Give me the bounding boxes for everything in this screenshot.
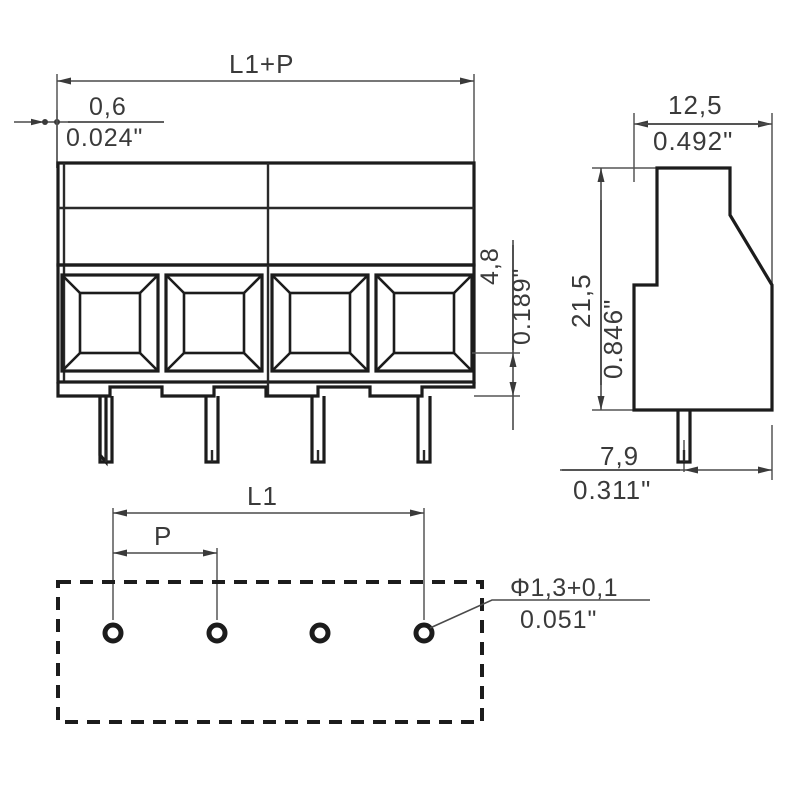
bevel-br-4 — [453, 352, 473, 372]
side-view — [560, 113, 774, 480]
opening-outer-3 — [270, 273, 370, 373]
label-wall-thickness-imperial: 0.024" — [66, 124, 144, 152]
label-body-width-imperial: 0.492" — [653, 126, 734, 156]
arrowhead-height-top — [597, 168, 605, 182]
opening-outer-2 — [164, 273, 264, 373]
label-body-width-metric: 12,5 — [668, 90, 723, 120]
leader-hole-diameter — [429, 599, 650, 629]
opening-inner-2 — [182, 291, 246, 355]
label-opening-height-imperial: 0.189" — [508, 267, 536, 345]
arrowhead-thickness-left — [31, 118, 44, 126]
hole-ring-4 — [413, 622, 435, 644]
arrowhead-opening-top — [509, 353, 517, 367]
mounting-hole-2 — [206, 622, 228, 644]
arrowhead-l1-left — [113, 509, 127, 517]
opening-outer-1 — [60, 273, 160, 373]
bevel-bl-3 — [271, 352, 291, 372]
label-body-height-imperial: 0.846" — [598, 298, 628, 379]
label-hole-diameter-imperial: 0.051" — [520, 606, 598, 634]
body-foot-profile — [56, 382, 476, 398]
label-opening-height-metric: 4,8 — [476, 247, 504, 285]
bevel-tl-3 — [271, 274, 291, 294]
opening-inner-3 — [288, 291, 352, 355]
bevel-br-2 — [243, 352, 263, 372]
body-lower-outline — [56, 263, 476, 384]
mounting-hole-4 — [413, 622, 435, 644]
bevel-tl-2 — [165, 274, 185, 294]
opening-outer-4 — [374, 273, 474, 373]
arrowhead-height-bottom — [597, 396, 605, 410]
bevel-br-1 — [139, 352, 159, 372]
terminal-opening-2 — [164, 273, 264, 373]
dot-thickness-left — [42, 119, 48, 125]
label-pin-offset-metric: 7,9 — [600, 441, 640, 471]
arrowhead-l1-right — [410, 509, 424, 517]
terminal-opening-3 — [270, 273, 370, 373]
arrowhead-opening-bottom — [509, 382, 517, 396]
bevel-bl-2 — [165, 352, 185, 372]
bevel-bl-4 — [375, 352, 395, 372]
bevel-br-3 — [349, 352, 369, 372]
arrowhead-p-right — [203, 549, 217, 557]
component-outline-dashed — [56, 580, 484, 724]
opening-inner-1 — [78, 291, 142, 355]
opening-inner-4 — [392, 291, 456, 355]
body-upper-outline — [56, 161, 476, 267]
terminal-opening-4 — [374, 273, 474, 373]
pcb-layout-view — [56, 508, 650, 724]
arrowhead-pin-right — [758, 466, 772, 474]
hole-ring-1 — [102, 622, 124, 644]
bevel-tr-4 — [453, 274, 473, 294]
label-hole-span: L1 — [247, 481, 278, 511]
arrowhead-right-l1p — [460, 77, 474, 85]
label-hole-pitch: P — [154, 521, 173, 551]
arrowhead-p-left — [113, 549, 127, 557]
mounting-hole-3 — [309, 622, 331, 644]
hole-ring-3 — [309, 622, 331, 644]
front-view — [14, 74, 520, 467]
side-body-outline — [632, 166, 774, 412]
bevel-tr-1 — [139, 274, 159, 294]
hole-ring-2 — [206, 622, 228, 644]
bevel-tl-4 — [375, 274, 395, 294]
label-overall-length: L1+P — [229, 49, 295, 79]
hole-bore-1 — [108, 628, 118, 638]
hole-bore-2 — [212, 628, 222, 638]
label-pin-offset-imperial: 0.311" — [573, 475, 652, 505]
label-hole-diameter-metric: Φ1,3+0,1 — [510, 574, 619, 602]
bevel-tr-2 — [243, 274, 263, 294]
arrowhead-left-l1p — [57, 77, 71, 85]
bevel-tr-3 — [349, 274, 369, 294]
arrowhead-pin-left — [684, 466, 698, 474]
label-body-height-metric: 21,5 — [566, 273, 596, 328]
bevel-tl-1 — [61, 274, 81, 294]
bevel-bl-1 — [61, 352, 81, 372]
mounting-hole-1 — [102, 622, 124, 644]
hole-bore-3 — [315, 628, 325, 638]
label-wall-thickness-metric: 0,6 — [89, 93, 127, 121]
terminal-opening-1 — [60, 273, 160, 373]
hole-bore-4 — [419, 628, 429, 638]
